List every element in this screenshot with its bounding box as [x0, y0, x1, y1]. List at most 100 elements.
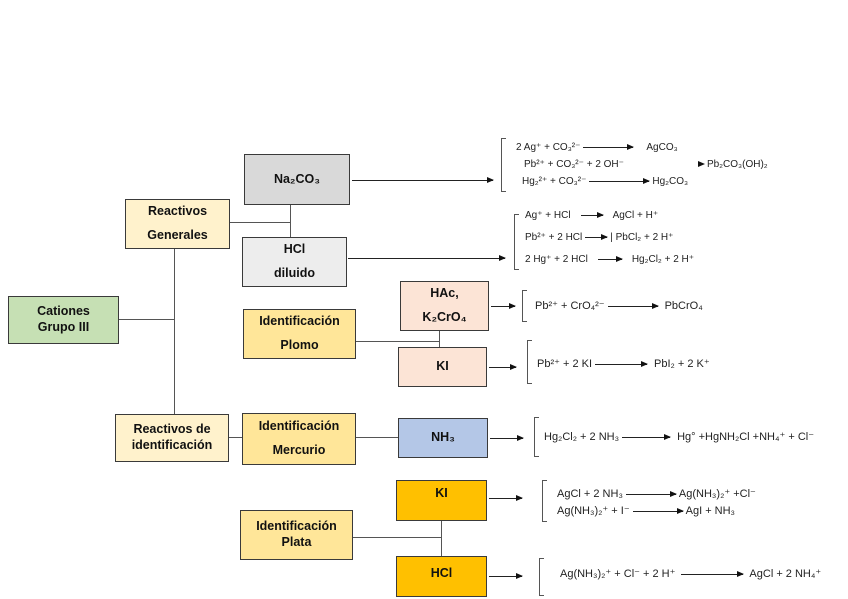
- connector-root-trunk: [118, 319, 175, 320]
- reactants: AgCl + 2 NH₃: [557, 488, 623, 500]
- node-ki-plomo: KI: [398, 347, 487, 387]
- node-label: identificación: [131, 438, 213, 452]
- products: | PbCl₂ + 2 H⁺: [610, 232, 674, 243]
- node-identificacion-plomo: Identificación Plomo: [243, 309, 356, 359]
- reaction: Ag(NH₃)₂⁺ + Cl⁻ + 2 H⁺ AgCl + 2 NH₄⁺: [560, 569, 821, 580]
- connector-mercurio-nh3: [356, 437, 400, 438]
- arrow-ki-plata-reactions: [489, 495, 523, 501]
- node-reactivos-generales: Reactivos Generales: [125, 199, 230, 249]
- arrow-ki-plomo-reactions: [489, 364, 517, 370]
- reaction: Pb²⁺ + CrO₄²⁻ PbCrO₄: [535, 301, 703, 312]
- node-label: Reactivos de: [133, 422, 211, 437]
- node-label: NH₃: [431, 430, 455, 445]
- reaction: 2 Hg⁺ + 2 HCl Hg₂Cl₂ + 2 H⁺: [525, 255, 694, 265]
- reactants: Ag(NH₃)₂⁺ + Cl⁻ + 2 H⁺: [560, 568, 676, 580]
- node-label: Na₂CO₃: [273, 171, 321, 186]
- products: Hg₂Cl₂ + 2 H⁺: [631, 254, 695, 265]
- reaction: Pb²⁺ + 2 HCl | PbCl₂ + 2 H⁺: [525, 233, 673, 243]
- node-nh3: NH₃: [398, 418, 488, 458]
- products: PbI₂ + 2 K⁺: [654, 358, 710, 370]
- reaction-arrow: [607, 302, 659, 309]
- bracket-hcl: [514, 214, 519, 270]
- reaction: Pb²⁺ + 2 KI PbI₂ + 2 K⁺: [537, 359, 710, 370]
- products: Pb₂CO₃(OH)₂: [706, 159, 768, 170]
- node-label: KI: [436, 359, 449, 374]
- node-label: Mercurio: [272, 443, 326, 457]
- node-na2co3: Na₂CO₃: [244, 154, 350, 205]
- reactants: Pb²⁺ + 2 HCl: [525, 232, 583, 243]
- bracket-hcl-plata: [539, 558, 544, 596]
- node-hcl-diluido: HCl diluido: [242, 237, 347, 287]
- bracket-hac: [522, 290, 527, 322]
- connector-ki-hcl-plata: [441, 520, 442, 556]
- products: AgCl + H⁺: [612, 210, 659, 221]
- node-reactivos-identificacion: Reactivos de identificación: [115, 414, 229, 462]
- reactants: Hg₂²⁺ + CO₃²⁻: [522, 176, 587, 187]
- arrow-hcl-plata-reactions: [489, 573, 523, 579]
- reactants: Ag⁺ + HCl: [525, 210, 571, 221]
- node-label: Identificación: [259, 314, 340, 329]
- node-label: Cationes: [37, 304, 90, 319]
- connector-identificacion-mercurio: [228, 437, 242, 438]
- products: AgI + NH₃: [685, 505, 736, 517]
- reactants: Pb²⁺ + CrO₄²⁻: [535, 300, 605, 312]
- reaction: 2 Ag⁺ + CO₃²⁻AgCO₃: [516, 143, 678, 153]
- node-identificacion-mercurio: Identificación Mercurio: [242, 413, 356, 465]
- node-label: diluido: [274, 266, 315, 280]
- connector-hac-ki: [439, 330, 440, 348]
- node-label: HCl: [283, 242, 306, 257]
- node-hac-k2cro4: HAc, K₂CrO₄: [400, 281, 489, 331]
- reactants: Pb²⁺ + 2 KI: [537, 358, 593, 370]
- node-label: Plomo: [280, 338, 319, 352]
- reaction-arrow: [585, 233, 609, 240]
- products: PbCrO₄: [664, 300, 703, 312]
- bracket-na2co3: [501, 138, 506, 192]
- reaction: Hg₂Cl₂ + 2 NH₃ Hg° +HgNH₂Cl +NH₄⁺ + Cl⁻: [544, 432, 814, 443]
- reaction-arrow: [632, 507, 684, 514]
- reaction-arrow: [625, 490, 677, 497]
- node-ki-plata: KI: [396, 480, 487, 521]
- reaction: Ag(NH₃)₂⁺ + I⁻ AgI + NH₃: [557, 506, 735, 517]
- bracket-nh3: [534, 417, 539, 457]
- products: Hg₂CO₃: [652, 176, 689, 187]
- reaction: Pb²⁺ + CO₃²⁻ + 2 OH⁻ Pb₂CO₃(OH)₂: [524, 160, 768, 170]
- node-label: HAc,: [430, 286, 459, 301]
- node-hcl-plata: HCl: [396, 556, 487, 597]
- arrow-hcl-reactions: [348, 255, 506, 261]
- reactants: Pb²⁺ + CO₃²⁻ + 2 OH⁻: [524, 159, 624, 170]
- reaction-arrow: [589, 177, 651, 184]
- node-label: KI: [435, 486, 448, 500]
- arrow-nh3-reactions: [490, 435, 524, 441]
- connector-plata-reagents: [353, 537, 442, 538]
- arrow-na2co3-reactions: [352, 177, 494, 183]
- reaction-arrow: [622, 433, 672, 440]
- reactants: 2 Hg⁺ + 2 HCl: [525, 254, 588, 265]
- reaction-arrow: [583, 143, 635, 150]
- reaction: Ag⁺ + HCl AgCl + H⁺: [525, 211, 658, 221]
- reactants: Ag(NH₃)₂⁺ + I⁻: [557, 505, 630, 517]
- node-cationes-grupo-iii: Cationes Grupo III: [8, 296, 119, 344]
- connector-na2co3-hcl: [290, 204, 291, 237]
- bracket-ki-plata: [542, 480, 547, 522]
- reactants: 2 Ag⁺ + CO₃²⁻: [516, 142, 581, 153]
- reactants: Hg₂Cl₂ + 2 NH₃: [544, 431, 620, 443]
- connector-plomo-reagents: [356, 341, 440, 342]
- node-label: HCl: [430, 566, 453, 580]
- reaction-arrow: [595, 360, 649, 367]
- connector-trunk: [174, 248, 175, 414]
- node-label: K₂CrO₄: [422, 310, 467, 324]
- node-label: Identificación: [258, 419, 340, 434]
- products: Ag(NH₃)₂⁺ +Cl⁻: [678, 488, 756, 500]
- connector-generales-reagents: [229, 222, 291, 223]
- arrow-hac-reactions: [491, 303, 516, 309]
- products: Hg° +HgNH₂Cl +NH₄⁺ + Cl⁻: [677, 431, 815, 443]
- bracket-ki-plomo: [527, 340, 532, 384]
- reaction: Hg₂²⁺ + CO₃²⁻ Hg₂CO₃: [522, 177, 688, 187]
- node-label: Plata: [281, 535, 312, 549]
- node-label: Reactivos: [147, 204, 208, 219]
- products: AgCl + 2 NH₄⁺: [749, 568, 822, 580]
- node-label: Grupo III: [37, 320, 90, 334]
- node-label: Identificación: [256, 519, 337, 534]
- reaction-arrow: [597, 255, 623, 262]
- reaction-arrow: [664, 160, 705, 167]
